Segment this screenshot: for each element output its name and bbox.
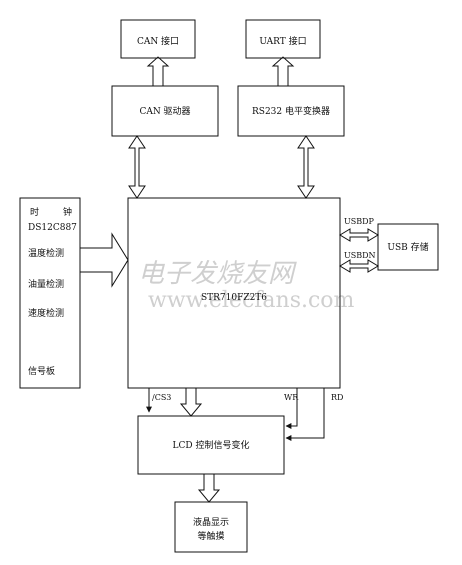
can-port-label: CAN 接口 bbox=[137, 35, 179, 47]
display-label-b: 等触摸 bbox=[197, 530, 224, 542]
data-bus-arrow bbox=[179, 388, 203, 417]
signal-board-box: 时 钟 DS12C887 温度检测 油量检测 速度检测 信号板 bbox=[19, 197, 81, 389]
usbdp-arrow bbox=[339, 228, 379, 242]
can-mcu-arrow bbox=[128, 135, 146, 199]
signal-rtc: DS12C887 bbox=[28, 223, 77, 233]
uart-port-label: UART 接口 bbox=[259, 35, 306, 47]
rs232-box: RS232 电平变换器 bbox=[237, 85, 345, 137]
usb-storage-box: USB 存储 bbox=[377, 223, 439, 271]
mcu-box: STR710FZ2T6 bbox=[127, 197, 341, 389]
usbdn-arrow bbox=[339, 259, 379, 273]
rd-line bbox=[285, 388, 325, 441]
rs232-label: RS232 电平变换器 bbox=[252, 105, 330, 117]
signal-oil: 油量检测 bbox=[28, 278, 64, 290]
signal-mcu-arrow bbox=[80, 232, 129, 288]
signal-board-name: 信号板 bbox=[28, 365, 55, 377]
usbdn-label: USBDN bbox=[344, 251, 376, 260]
usbdp-label: USBDP bbox=[344, 217, 375, 226]
lcd-display-arrow bbox=[197, 474, 221, 503]
watermark-url: www.elecfans.com bbox=[148, 288, 355, 313]
wr-label: WR bbox=[284, 393, 299, 402]
signal-speed: 速度检测 bbox=[28, 307, 64, 319]
rs232-mcu-arrow bbox=[297, 135, 315, 199]
can-driver-label: CAN 驱动器 bbox=[139, 106, 190, 117]
display-box: 液晶显示 等触摸 bbox=[174, 501, 248, 553]
signal-clock-b: 钟 bbox=[63, 206, 72, 218]
mcu-label: STR710FZ2T6 bbox=[201, 293, 267, 303]
lcd-control-box: LCD 控制信号变化 bbox=[137, 415, 285, 475]
signal-temp: 温度检测 bbox=[28, 247, 64, 259]
uart-port-box: UART 接口 bbox=[245, 19, 321, 59]
rd-label: RD bbox=[331, 393, 343, 402]
usb-storage-label: USB 存储 bbox=[387, 241, 428, 253]
can-port-box: CAN 接口 bbox=[120, 19, 196, 59]
can-driver-box: CAN 驱动器 bbox=[111, 85, 219, 137]
display-label-a: 液晶显示 bbox=[193, 516, 229, 528]
can-port-arrow bbox=[146, 56, 170, 86]
watermark-cn: 电子发烧友网 bbox=[138, 259, 297, 289]
cs3-label: /CS3 bbox=[152, 393, 171, 402]
signal-clock-a: 时 bbox=[30, 206, 39, 218]
wr-line bbox=[285, 388, 298, 429]
uart-port-arrow bbox=[271, 56, 295, 86]
lcd-control-label: LCD 控制信号变化 bbox=[173, 439, 250, 451]
